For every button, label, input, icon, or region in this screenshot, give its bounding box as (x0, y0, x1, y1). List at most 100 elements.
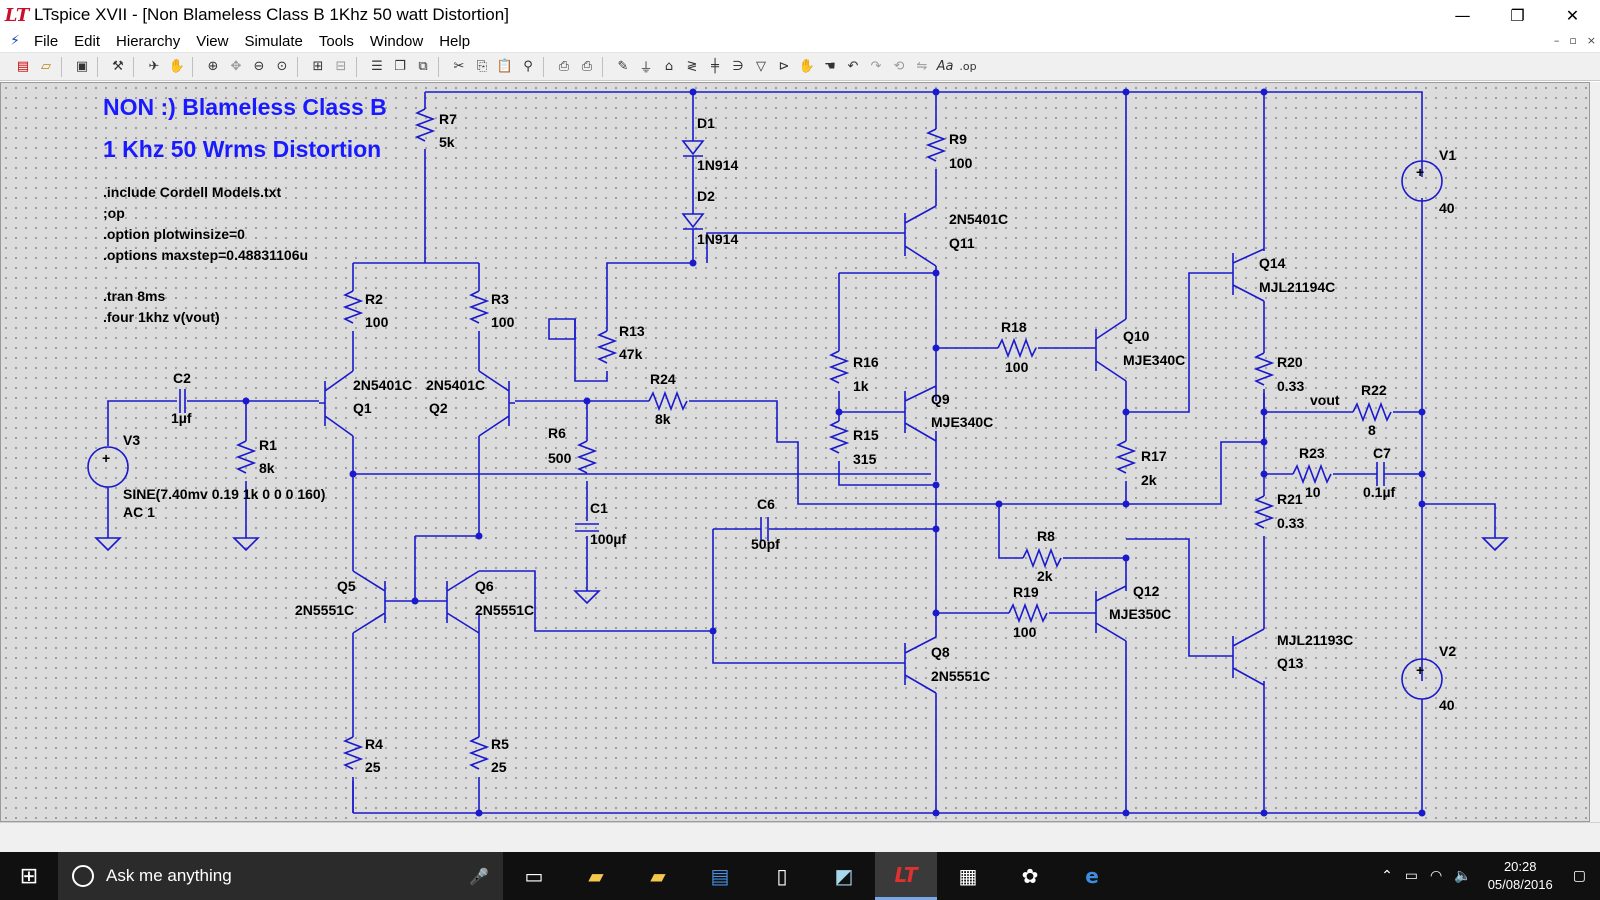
blank-document-icon[interactable]: ▯ (776, 864, 788, 888)
c6-label[interactable]: C6 (757, 496, 775, 512)
r23-resistor[interactable] (1292, 463, 1332, 485)
v2-value[interactable]: 40 (1439, 697, 1455, 713)
r15-label[interactable]: R15 (853, 427, 879, 443)
menu-view[interactable]: View (196, 32, 229, 50)
r6-resistor[interactable] (576, 440, 598, 474)
r15-value[interactable]: 315 (853, 451, 877, 467)
r18-label[interactable]: R18 (1001, 319, 1027, 335)
r1-value[interactable]: 8k (259, 460, 275, 476)
menu-help[interactable]: Help (439, 32, 471, 50)
r5-value[interactable]: 25 (491, 759, 507, 775)
wifi-icon[interactable]: ◠ (1430, 868, 1443, 884)
c6-value[interactable]: 50pf (751, 536, 780, 552)
c1-label[interactable]: C1 (590, 500, 608, 516)
q5-label[interactable]: Q5 (337, 578, 356, 594)
r22-value[interactable]: 8 (1368, 422, 1376, 438)
v1-value[interactable]: 40 (1439, 200, 1455, 216)
v1-label[interactable]: V1 (1439, 147, 1456, 163)
label-icon[interactable]: ⌂ (664, 59, 674, 74)
minimize-button[interactable]: — (1454, 5, 1471, 25)
q9-transistor[interactable] (904, 385, 937, 442)
cascade-icon[interactable]: ❐ (394, 59, 406, 74)
tile-icon[interactable]: ☰ (371, 59, 383, 74)
inductor-icon[interactable]: ∋ (732, 59, 744, 74)
q8-label[interactable]: Q8 (931, 644, 950, 660)
r8-value[interactable]: 2k (1037, 568, 1053, 584)
d1-diode[interactable] (681, 140, 705, 157)
document-menu-icon[interactable]: ⚡ (10, 33, 20, 49)
q9-model[interactable]: MJE340C (931, 414, 993, 430)
run-icon[interactable]: ✈ (148, 59, 160, 74)
v2-label[interactable]: V2 (1439, 643, 1456, 659)
q6-label[interactable]: Q6 (475, 578, 494, 594)
close-button[interactable]: ✕ (1565, 5, 1580, 25)
q1-model[interactable]: 2N5401C (353, 377, 412, 393)
v1-source[interactable] (1401, 160, 1443, 202)
windows-start-icon[interactable]: ⊞ (19, 863, 39, 889)
q6-transistor[interactable] (446, 570, 480, 634)
c2-capacitor[interactable] (179, 389, 186, 413)
schematic-drawing[interactable]: NON :) Blameless Class B 1 Khz 50 Wrms D… (1, 83, 1590, 822)
r24-label[interactable]: R24 (650, 371, 676, 387)
r1-label[interactable]: R1 (259, 437, 277, 453)
edge-browser-icon[interactable]: e (1085, 864, 1099, 888)
r24-value[interactable]: 8k (655, 411, 671, 427)
ground-icon[interactable]: ⏚ (639, 61, 653, 76)
spice-directive-icon[interactable]: .op (959, 60, 977, 73)
r3-label[interactable]: R3 (491, 291, 509, 307)
d2-value[interactable]: 1N914 (697, 231, 738, 247)
r17-resistor[interactable] (1115, 440, 1137, 474)
r21-resistor[interactable] (1253, 495, 1275, 529)
directive-op[interactable]: ;op (103, 205, 125, 221)
action-center-icon[interactable]: ▢ (1572, 868, 1586, 884)
r22-label[interactable]: R22 (1361, 382, 1387, 398)
menu-window[interactable]: Window (369, 32, 424, 50)
directive-include[interactable]: .include Cordell Models.txt (103, 184, 281, 200)
schematic-title-line2[interactable]: 1 Khz 50 Wrms Distortion (103, 136, 381, 162)
r16-label[interactable]: R16 (853, 354, 879, 370)
save-icon[interactable]: ▣ (75, 59, 89, 74)
component-icon[interactable]: ⊳ (778, 59, 790, 74)
pan-icon[interactable]: ✥ (230, 59, 242, 74)
cortana-search-box[interactable]: Ask me anything 🎤 (58, 852, 503, 900)
q13-label[interactable]: Q13 (1277, 655, 1304, 671)
r18-resistor[interactable] (997, 337, 1037, 359)
r2-label[interactable]: R2 (365, 291, 383, 307)
c7-label[interactable]: C7 (1373, 445, 1391, 461)
r7-value[interactable]: 5k (439, 134, 455, 150)
r6-label[interactable]: R6 (548, 425, 566, 441)
schematic-title-line1[interactable]: NON :) Blameless Class B (103, 94, 387, 120)
r5-resistor[interactable] (468, 736, 490, 770)
restore-button[interactable]: ❐ (1510, 5, 1525, 25)
c2-value[interactable]: 1µf (171, 410, 192, 426)
r23-label[interactable]: R23 (1299, 445, 1325, 461)
resistor-icon[interactable]: ≷ (686, 59, 698, 74)
c7-capacitor[interactable] (1376, 462, 1385, 486)
r1-resistor[interactable] (235, 440, 257, 474)
ltspice-logo-icon[interactable]: LT (4, 4, 30, 26)
microphone-icon[interactable]: 🎤 (469, 866, 489, 886)
r3-value[interactable]: 100 (491, 314, 515, 330)
directive-plotwinsize[interactable]: .option plotwinsize=0 (103, 226, 245, 242)
v3-label[interactable]: V3 (123, 432, 140, 448)
d1-value[interactable]: 1N914 (697, 157, 738, 173)
r13-label[interactable]: R13 (619, 323, 645, 339)
paste-icon[interactable]: 📋 (496, 59, 514, 74)
r4-value[interactable]: 25 (365, 759, 381, 775)
v2-source[interactable] (1401, 658, 1443, 700)
r19-value[interactable]: 100 (1013, 624, 1037, 640)
r21-value[interactable]: 0.33 (1277, 515, 1304, 531)
directive-four[interactable]: .four 1khz v(vout) (103, 309, 220, 325)
task-view-icon[interactable]: ▭ (524, 864, 544, 888)
q12-label[interactable]: Q12 (1133, 583, 1160, 599)
calculator-icon[interactable]: ▦ (958, 864, 978, 888)
menu-hierarchy[interactable]: Hierarchy (116, 32, 181, 50)
cancel-zoom-icon[interactable]: ⊟ (335, 59, 347, 74)
zoom-fit-icon[interactable]: ⊙ (276, 59, 288, 74)
r9-resistor[interactable] (925, 128, 947, 162)
q13-transistor[interactable] (1232, 628, 1265, 686)
ltspice-taskbar-icon[interactable]: LT (875, 852, 937, 900)
zoom-in-icon[interactable]: ⊕ (207, 59, 219, 74)
c7-value[interactable]: 0.1µf (1363, 484, 1396, 500)
move-icon[interactable]: ✋ (798, 59, 816, 74)
